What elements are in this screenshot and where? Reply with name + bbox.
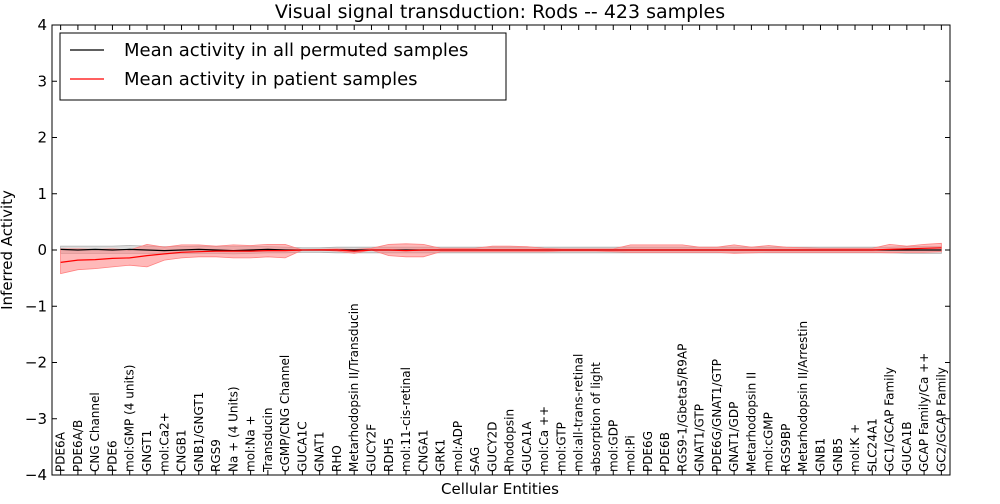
category-label: PDE6 [105,440,119,472]
category-label: mol:Na + [244,415,258,472]
category-label: RDH5 [382,438,396,472]
category-label: GNAT1/GTP [693,404,707,472]
category-label: GNAT1/GDP [727,402,741,472]
category-label: Na + (4 Units) [226,386,240,472]
category-label: CNGB1 [175,429,189,472]
category-label: CNG Channel [88,392,102,472]
category-label: GRK1 [434,439,448,472]
category-label: mol:GTP [554,422,568,472]
category-label: PDE6B [658,432,672,472]
y-tick-label: 4 [37,16,47,34]
y-tick-label: 2 [37,129,47,147]
category-label: mol:ADP [451,421,465,472]
category-label: Transducin [261,408,275,473]
category-label: GC2/GCAP Family [934,367,948,472]
category-label: PDE6A [54,431,68,472]
category-label: GNGT1 [140,430,154,472]
series-lines [60,247,942,263]
category-label: mol:11-cis-retinal [399,367,413,472]
category-label: Metarhodopsin II [744,372,758,472]
category-label: Metarhodopsin II/Transducin [347,303,361,472]
category-label: mol:Pi [624,435,638,472]
category-label: PDE6G/GNAT1/GTP [710,359,724,472]
y-tick-label: −4 [25,466,47,484]
axis-ticks: 4 3 2 1 0 −1 −2 −3 −4 [25,16,950,484]
category-label: GUCY2F [365,424,379,472]
legend-box [59,32,507,101]
category-label: mol:K + [848,424,862,472]
confidence-bands [60,242,942,275]
category-label: mol:cGMP [762,412,776,472]
legend: Mean activity in all permuted samplesMea… [59,32,507,101]
y-axis-label: Inferred Activity [0,190,16,310]
category-label: GNB5 [831,438,845,472]
category-label: GUCY2D [485,422,499,472]
y-tick-label: −3 [25,410,47,428]
category-label: PDE6G [641,431,655,472]
category-label: GUCA1C [295,421,309,472]
category-label: GNB1/GNGT1 [192,392,206,472]
category-label: RHO [330,445,344,472]
plot-frame [51,24,951,476]
y-tick-label: −2 [25,354,47,372]
y-tick-label: 0 [37,241,47,259]
category-label: GCAP Family/Ca ++ [917,353,931,472]
category-label: GNB1 [814,438,828,472]
y-tick-label: −1 [25,297,47,315]
category-label: CNGA1 [416,430,430,473]
category-label: mol:Ca2+ [157,412,171,472]
category-label: mol:GDP [606,420,620,472]
y-tick-label: 1 [37,185,47,203]
band-patient [60,242,942,275]
category-label: mol:all-trans-retinal [572,354,586,472]
y-tick-label: 3 [37,72,47,90]
category-label: SLC24A1 [865,418,879,472]
category-label: cGMP/CNG Channel [278,355,292,472]
category-label: absorption of light [589,362,603,472]
category-label: RGS9-1/Gbeta5/R9AP [675,344,689,472]
category-label: GNAT1 [313,431,327,472]
category-label: Rhodopsin [503,409,517,472]
category-label: GC1/GCAP Family [883,367,897,472]
category-label: Metarhodopsin II/Arrestin [796,321,810,472]
line-patient [60,247,942,263]
chart-title: Visual signal transduction: Rods -- 423 … [275,1,725,23]
category-label: SAG [468,447,482,472]
category-label: RGS9 [209,439,223,472]
category-label: PDE6A/B [71,420,85,472]
legend-label: Mean activity in all permuted samples [124,40,468,61]
category-label: mol:Ca ++ [537,406,551,472]
x-axis-label: Cellular Entities [441,480,559,498]
category-label: GUCA1A [520,421,534,472]
legend-label: Mean activity in patient samples [124,69,418,90]
category-label: RGS9BP [779,424,793,472]
category-label: GUCA1B [900,421,914,472]
category-label: mol:GMP (4 units) [123,365,137,472]
